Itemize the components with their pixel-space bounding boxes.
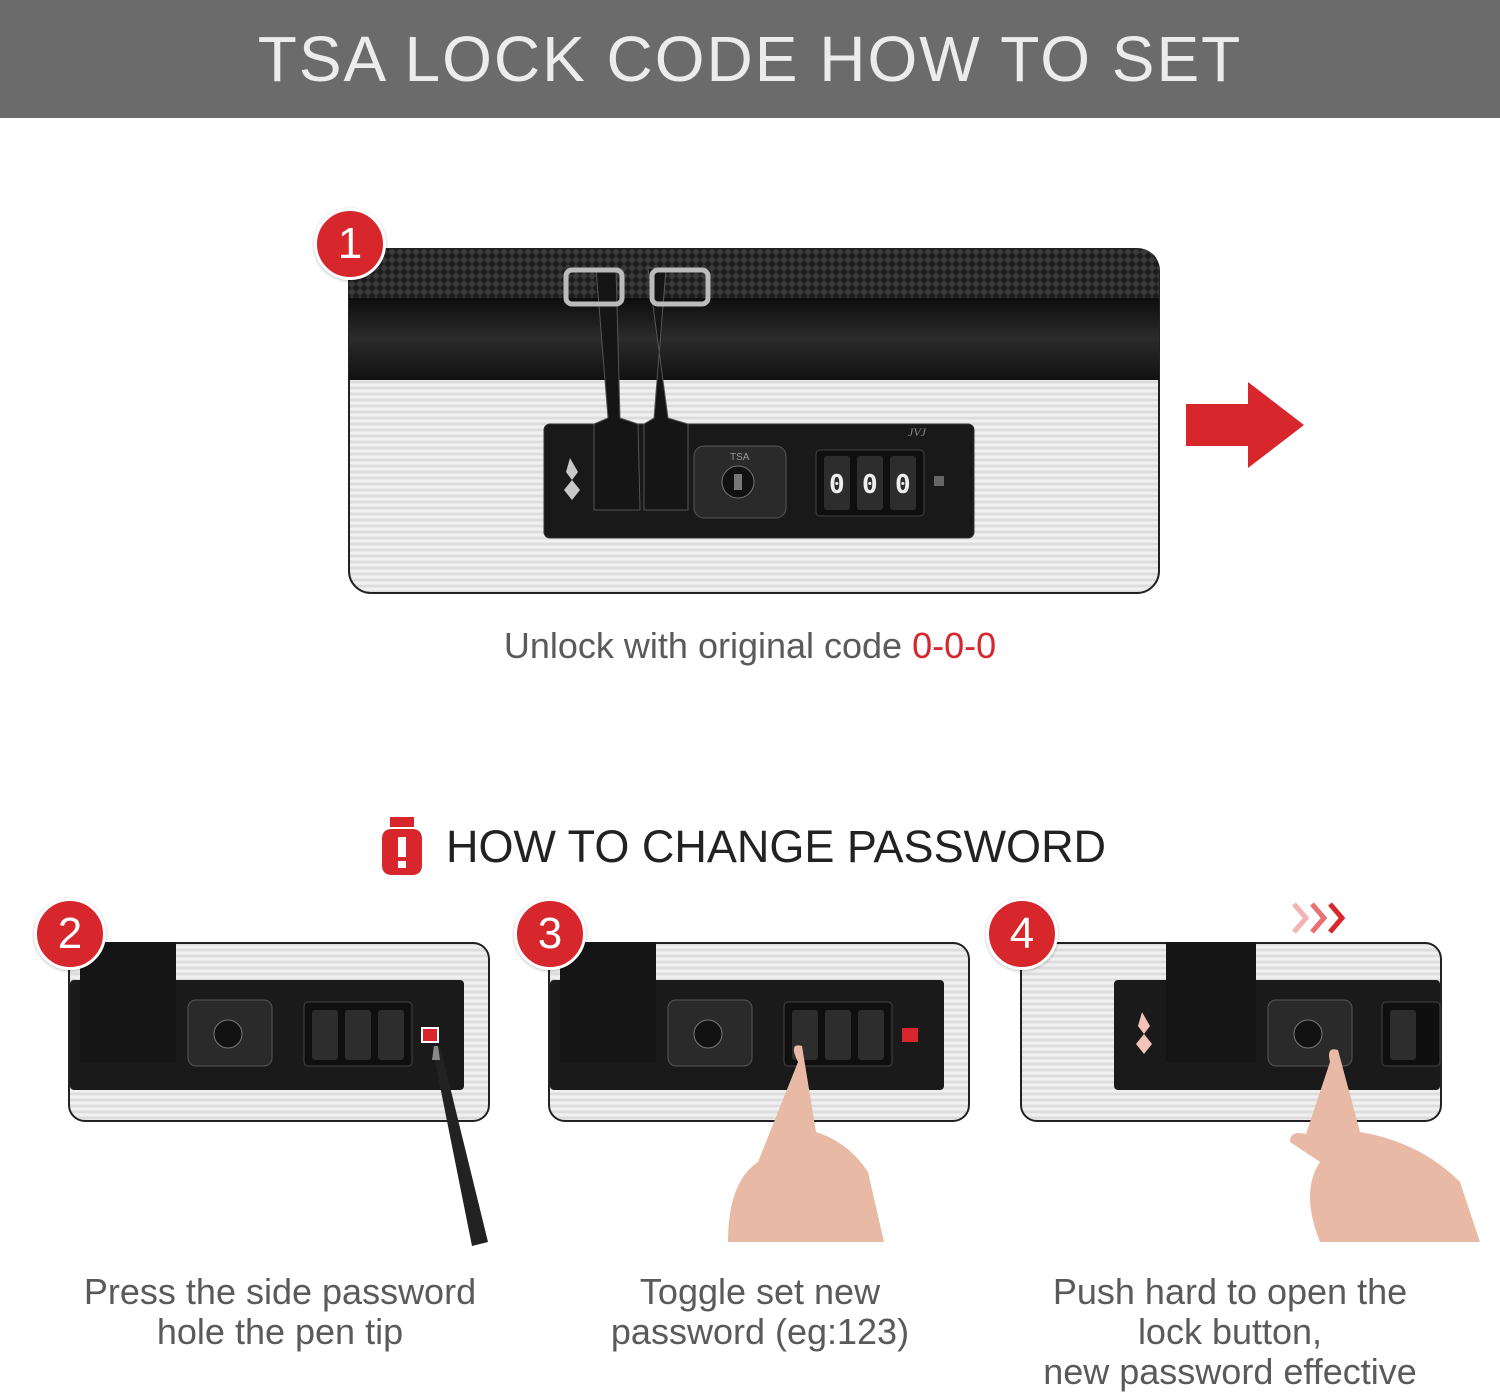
step4-caption: Push hard to open the lock button, new p… — [990, 1272, 1470, 1392]
step2-caption: Press the side password hole the pen tip — [40, 1272, 520, 1352]
original-code: 0-0-0 — [912, 625, 997, 666]
step-badge-1: 1 — [314, 208, 386, 280]
caption-line: hole the pen tip — [156, 1311, 404, 1352]
step3-caption: Toggle set new password (eg:123) — [520, 1272, 1000, 1352]
exclamation-icon — [382, 817, 422, 875]
section-title-text: HOW TO CHANGE PASSWORD — [446, 821, 1107, 872]
tsa-label: TSA — [730, 452, 750, 463]
dial-digit: 0 — [862, 470, 878, 500]
page-title: TSA LOCK CODE HOW TO SET — [257, 23, 1243, 95]
caption-line: lock button, — [1137, 1311, 1323, 1352]
chevron-triple-right-icon — [1292, 902, 1346, 934]
step3-lock-photo — [548, 942, 970, 1242]
step4-lock-photo — [1020, 942, 1480, 1242]
dial-digit: 0 — [895, 470, 911, 500]
caption-line: Press the side password — [83, 1271, 477, 1312]
caption-text: Unlock with original code — [503, 625, 913, 666]
header-banner: TSA LOCK CODE HOW TO SET — [0, 0, 1500, 118]
step-badge-3: 3 — [514, 898, 586, 970]
brand-mark: JVJ — [908, 425, 927, 439]
section-title: HOW TO CHANGE PASSWORD — [378, 812, 1158, 882]
caption-line: password (eg:123) — [610, 1311, 910, 1352]
step1-caption: Unlock with original code 0-0-0 — [400, 626, 1100, 666]
dial-digit: 0 — [829, 470, 845, 500]
step2-lock-photo — [68, 942, 490, 1246]
step1-lock-photo: JVJ TSA 0 0 0 — [348, 248, 1160, 594]
caption-line: Toggle set new — [639, 1271, 881, 1312]
step-badge-2: 2 — [34, 898, 106, 970]
step-badge-4: 4 — [986, 898, 1058, 970]
caption-line: Push hard to open the — [1052, 1271, 1408, 1312]
right-arrow-icon — [1186, 382, 1304, 468]
caption-line: new password effective — [1043, 1351, 1417, 1392]
